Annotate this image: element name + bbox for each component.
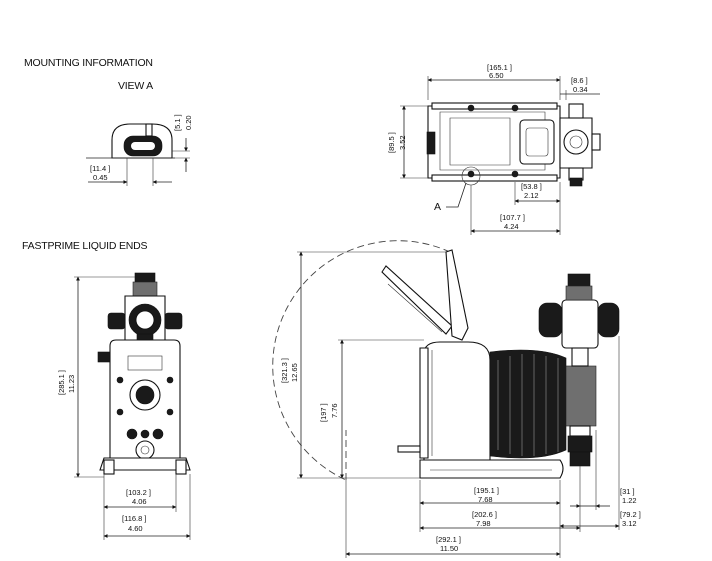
dim-197-mm: [197 ] — [319, 403, 328, 422]
dim-165-1-in: 6.50 — [489, 71, 504, 80]
dim-89-5-in: 3.52 — [398, 135, 407, 150]
dim-107-7-in: 4.24 — [504, 222, 519, 231]
dim-285-1-mm: [285.1 ] — [57, 370, 66, 395]
dim-107-7-mm: [107.7 ] — [500, 213, 525, 222]
dim-165-1-mm: [165.1 ] — [487, 63, 512, 72]
dim-321-3-mm: [321.3 ] — [280, 358, 289, 383]
front-view-pump: [285.1 ] 11.23 [103.2 ] 4.06 [116.8 ] 4.… — [57, 272, 191, 540]
dim-8-6-mm: [8.6 ] — [571, 76, 588, 85]
side-view-pump: [321.3 ] 12.65 [197 ] 7.76 [195.1 ] 7.68… — [272, 240, 641, 558]
dim-5-1-in: 0.20 — [184, 115, 193, 130]
dim-31-mm: [31 ] — [620, 487, 635, 496]
dim-53-8-in: 2.12 — [524, 191, 539, 200]
dim-53-8-mm: [53.8 ] — [521, 182, 542, 191]
dim-8-6-in: 0.34 — [573, 85, 588, 94]
dim-103-2-in: 4.06 — [132, 497, 147, 506]
dim-292-1-mm: [292.1 ] — [436, 535, 461, 544]
dim-116-8-mm: [116.8 ] — [122, 514, 146, 523]
mounting-information-heading: MOUNTING INFORMATION — [24, 57, 153, 69]
dim-197-in: 7.76 — [330, 403, 339, 418]
dim-31-in: 1.22 — [622, 496, 637, 505]
dim-292-1-in: 11.50 — [440, 544, 458, 553]
view-a-heading: VIEW A — [118, 80, 153, 92]
dim-202-6-mm: [202.6 ] — [472, 510, 497, 519]
dim-195-1-mm: [195.1 ] — [474, 486, 499, 495]
dim-103-2-mm: [103.2 ] — [126, 488, 151, 497]
dim-202-6-in: 7.98 — [476, 519, 491, 528]
dim-195-1-in: 7.68 — [478, 495, 493, 504]
dim-89-5-mm: [89.5 ] — [387, 132, 396, 153]
fastprime-liquid-ends-heading: FASTPRIME LIQUID ENDS — [22, 240, 148, 252]
top-view-pump: [165.1 ] 6.50 [8.6 ] 0.34 [89.5 ] 3.52 [… — [387, 63, 601, 235]
dim-321-3-in: 12.65 — [290, 363, 299, 382]
dim-5-1-mm: [5.1 ] — [173, 114, 182, 131]
view-a-detail: [5.1 ] 0.20 [11.4 ] 0.45 — [86, 114, 193, 186]
dim-11-4-in: 0.45 — [93, 173, 108, 182]
dim-79-2-mm: [79.2 ] — [620, 510, 641, 519]
dim-116-8-in: 4.60 — [128, 524, 143, 533]
dim-79-2-in: 3.12 — [622, 519, 637, 528]
dim-11-4-mm: [11.4 ] — [90, 164, 110, 173]
callout-a: A — [434, 201, 441, 213]
dim-285-1-in: 11.23 — [67, 375, 76, 393]
